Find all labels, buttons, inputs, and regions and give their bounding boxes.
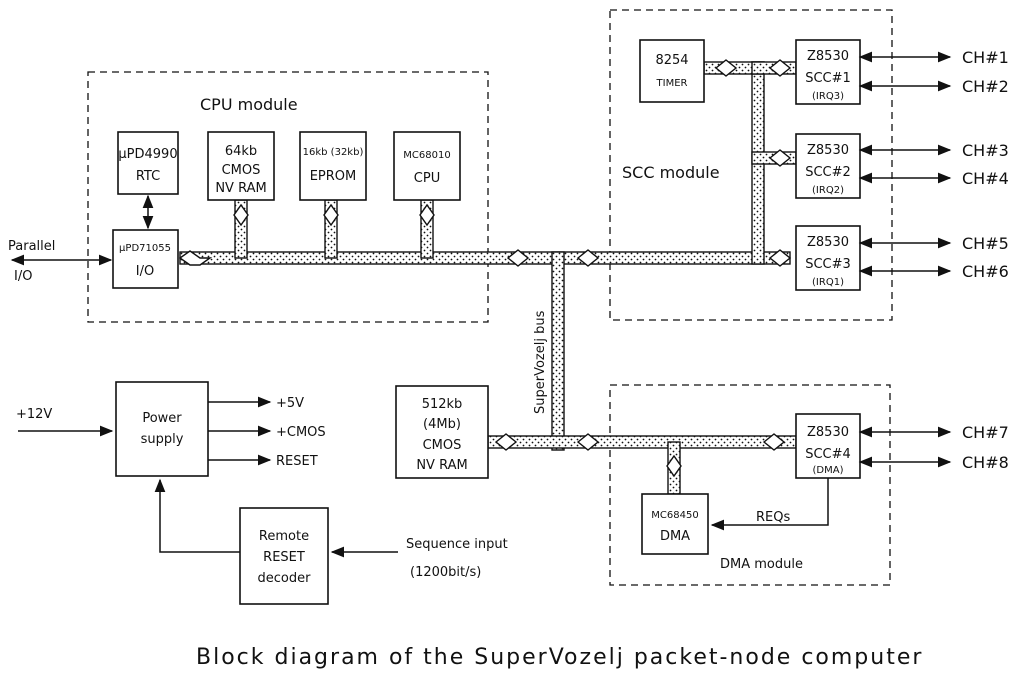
nvram-line4: NV RAM: [416, 458, 467, 473]
system-bus-vertical: [551, 251, 565, 451]
cmos-ram-line2: CMOS: [222, 163, 261, 178]
cpu-line2: CPU: [414, 171, 440, 186]
parallel-label-line2: I/O: [14, 269, 32, 284]
scc-module-frame: [609, 9, 893, 321]
scc4-line2: SCC#4: [805, 447, 851, 462]
cpu-module-title: CPU module: [200, 95, 298, 114]
ch5-label: CH#5: [962, 234, 1009, 253]
timer-line1: 8254: [655, 53, 688, 68]
reset-line3: decoder: [258, 571, 312, 586]
sequence-label-line1: Sequence input: [406, 537, 508, 552]
reset-to-power-line: [154, 478, 240, 553]
dma-chip-block: [641, 493, 709, 555]
dma-bus-horizontal: [487, 435, 797, 449]
reset-out-label: RESET: [276, 454, 318, 469]
timer-line2: TIMER: [656, 78, 688, 89]
scc2-block: [795, 133, 861, 199]
scc3-block: [795, 225, 861, 291]
scc2-line2: SCC#2: [805, 165, 851, 180]
pio-line1: μPD71055: [119, 243, 171, 254]
nvram-block: [395, 385, 489, 479]
connector-scc1: [768, 59, 792, 77]
connector-pio: [178, 250, 213, 266]
scc1-line1: Z8530: [807, 49, 849, 64]
rtc-line2: RTC: [136, 169, 160, 184]
ch8-label: CH#8: [962, 453, 1009, 472]
cpu-line1: MC68010: [403, 150, 450, 161]
cmos-ram-line1: 64kb: [225, 144, 257, 159]
connector-cpu-right: [506, 249, 530, 267]
ch2-label: CH#2: [962, 77, 1009, 96]
reset-line1: Remote: [259, 529, 309, 544]
scc1-line2: SCC#1: [805, 71, 851, 86]
cmos-ram-line3: NV RAM: [215, 181, 266, 196]
scc2-line3: (IRQ2): [812, 185, 844, 196]
connector-scc-left: [576, 249, 600, 267]
diagram-title: Block diagram of the SuperVozelj packet-…: [196, 645, 923, 670]
pcmos-label: +CMOS: [276, 425, 326, 440]
p5v-label: +5V: [276, 396, 304, 411]
channel-arrows: [858, 51, 952, 468]
dma-module-title: DMA module: [720, 557, 803, 572]
vcc12-label: +12V: [16, 407, 52, 422]
connector-scc4: [762, 433, 786, 451]
reqs-line: [710, 478, 829, 531]
sequence-label-line2: (1200bit/s): [410, 565, 481, 580]
connector-dma-left: [576, 433, 600, 451]
parallel-label-line1: Parallel: [8, 239, 55, 254]
scc3-line1: Z8530: [807, 235, 849, 250]
rtc-line1: μPD4990: [118, 147, 177, 162]
connector-nvram: [494, 433, 518, 451]
ch6-label: CH#6: [962, 262, 1009, 281]
scc3-line3: (IRQ1): [812, 277, 844, 288]
scc1-block: [795, 39, 861, 105]
ch3-label: CH#3: [962, 141, 1009, 160]
eprom-line2: EPROM: [310, 169, 357, 184]
power-line2: supply: [141, 432, 184, 447]
scc2-line1: Z8530: [807, 143, 849, 158]
eprom-block: [299, 131, 367, 201]
eprom-line1: 16kb (32kb): [303, 147, 364, 158]
reset-decoder-block: [239, 507, 329, 605]
connector-eprom: [323, 203, 339, 227]
cpu-bus-horizontal: [179, 251, 791, 265]
reset-line2: RESET: [263, 550, 305, 565]
power-supply-block: [115, 381, 209, 477]
nvram-line1: 512kb: [422, 397, 463, 412]
reqs-label: REQs: [756, 510, 790, 525]
connector-timer: [714, 59, 738, 77]
pio-line2: I/O: [136, 264, 154, 279]
connector-dma-chip: [666, 454, 682, 478]
cpu-block: [393, 131, 461, 201]
timer-block: [639, 39, 705, 103]
connector-cmos: [233, 203, 249, 227]
scc4-line3: (DMA): [813, 465, 844, 476]
scc-module-title: SCC module: [622, 163, 720, 182]
scc4-block: [795, 413, 861, 479]
pio-block: [112, 229, 179, 289]
connector-scc2: [768, 149, 792, 167]
bus-label: SuperVozelj bus: [533, 310, 548, 414]
ch1-label: CH#1: [962, 48, 1009, 67]
ch4-label: CH#4: [962, 169, 1009, 188]
ch7-label: CH#7: [962, 423, 1009, 442]
bus-connectors: [178, 59, 792, 478]
scc4-line1: Z8530: [807, 425, 849, 440]
cmos-ram-block: [207, 131, 275, 201]
connector-scc3: [768, 249, 792, 267]
connector-cpu: [419, 203, 435, 227]
scc1-line3: (IRQ3): [812, 91, 844, 102]
scc3-line2: SCC#3: [805, 257, 851, 272]
rtc-block: [117, 131, 179, 195]
nvram-line2: (4Mb): [423, 417, 461, 432]
nvram-line3: CMOS: [423, 438, 462, 453]
power-line1: Power: [142, 411, 182, 426]
dma-chip-line2: DMA: [660, 529, 690, 544]
dma-chip-line1: MC68450: [651, 510, 698, 521]
